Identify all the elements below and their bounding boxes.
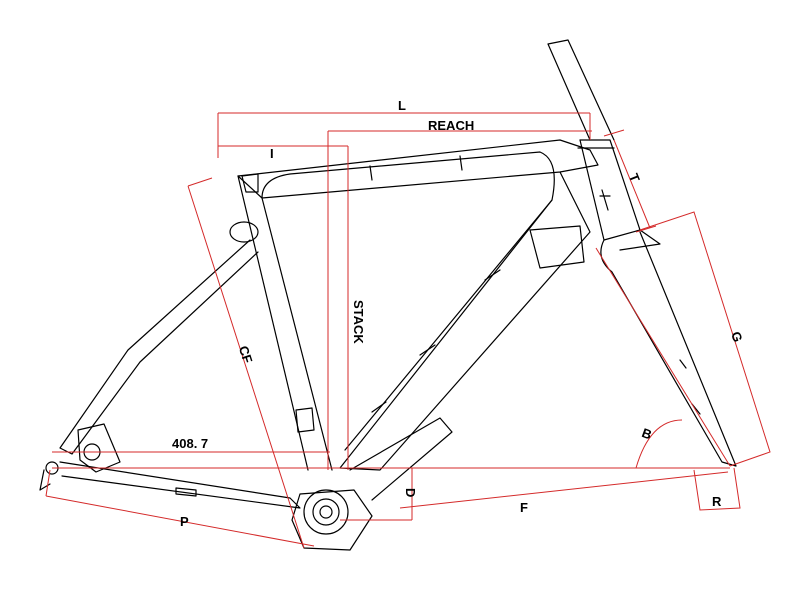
seat-stay [59,239,259,455]
top-tube [237,139,599,199]
chain-stay [59,461,301,509]
dim-i [218,145,349,470]
label-r: R [712,494,722,509]
fork [600,231,737,467]
down-tube [339,171,591,471]
label-reach: REACH [428,118,474,133]
label-value: 408. 7 [172,436,208,451]
front-triangle-inner [261,151,555,451]
dim-f [399,471,729,509]
bottom-bracket [291,489,373,551]
dim-g [639,211,771,467]
steerer [547,39,615,141]
head-tube [579,139,641,241]
rear-dropout [77,423,121,473]
dim-d [340,468,413,521]
label-f: F [520,500,528,515]
label-cf: CF [236,344,256,365]
label-b: B [640,425,654,442]
label-g: G [728,330,745,344]
seat-tube [237,175,333,471]
label-t: T [626,171,643,184]
bike-frame [39,39,737,551]
dim-t [603,129,657,233]
seat-clamp [241,173,259,193]
label-stack: STACK [351,300,366,344]
dim-cf [187,177,305,549]
label-p: P [180,514,189,529]
dimension-lines [45,112,771,549]
label-d: D [403,488,418,497]
dim-l [217,112,591,158]
label-l: L [398,98,406,113]
dim-b [635,419,683,469]
label-i: I [270,146,274,161]
dim-p [45,469,315,547]
dim-r [693,467,741,511]
dimension-labels: L REACH I T STACK G CF 408. 7 B D P F R [172,98,746,529]
dim-reach [327,130,592,470]
